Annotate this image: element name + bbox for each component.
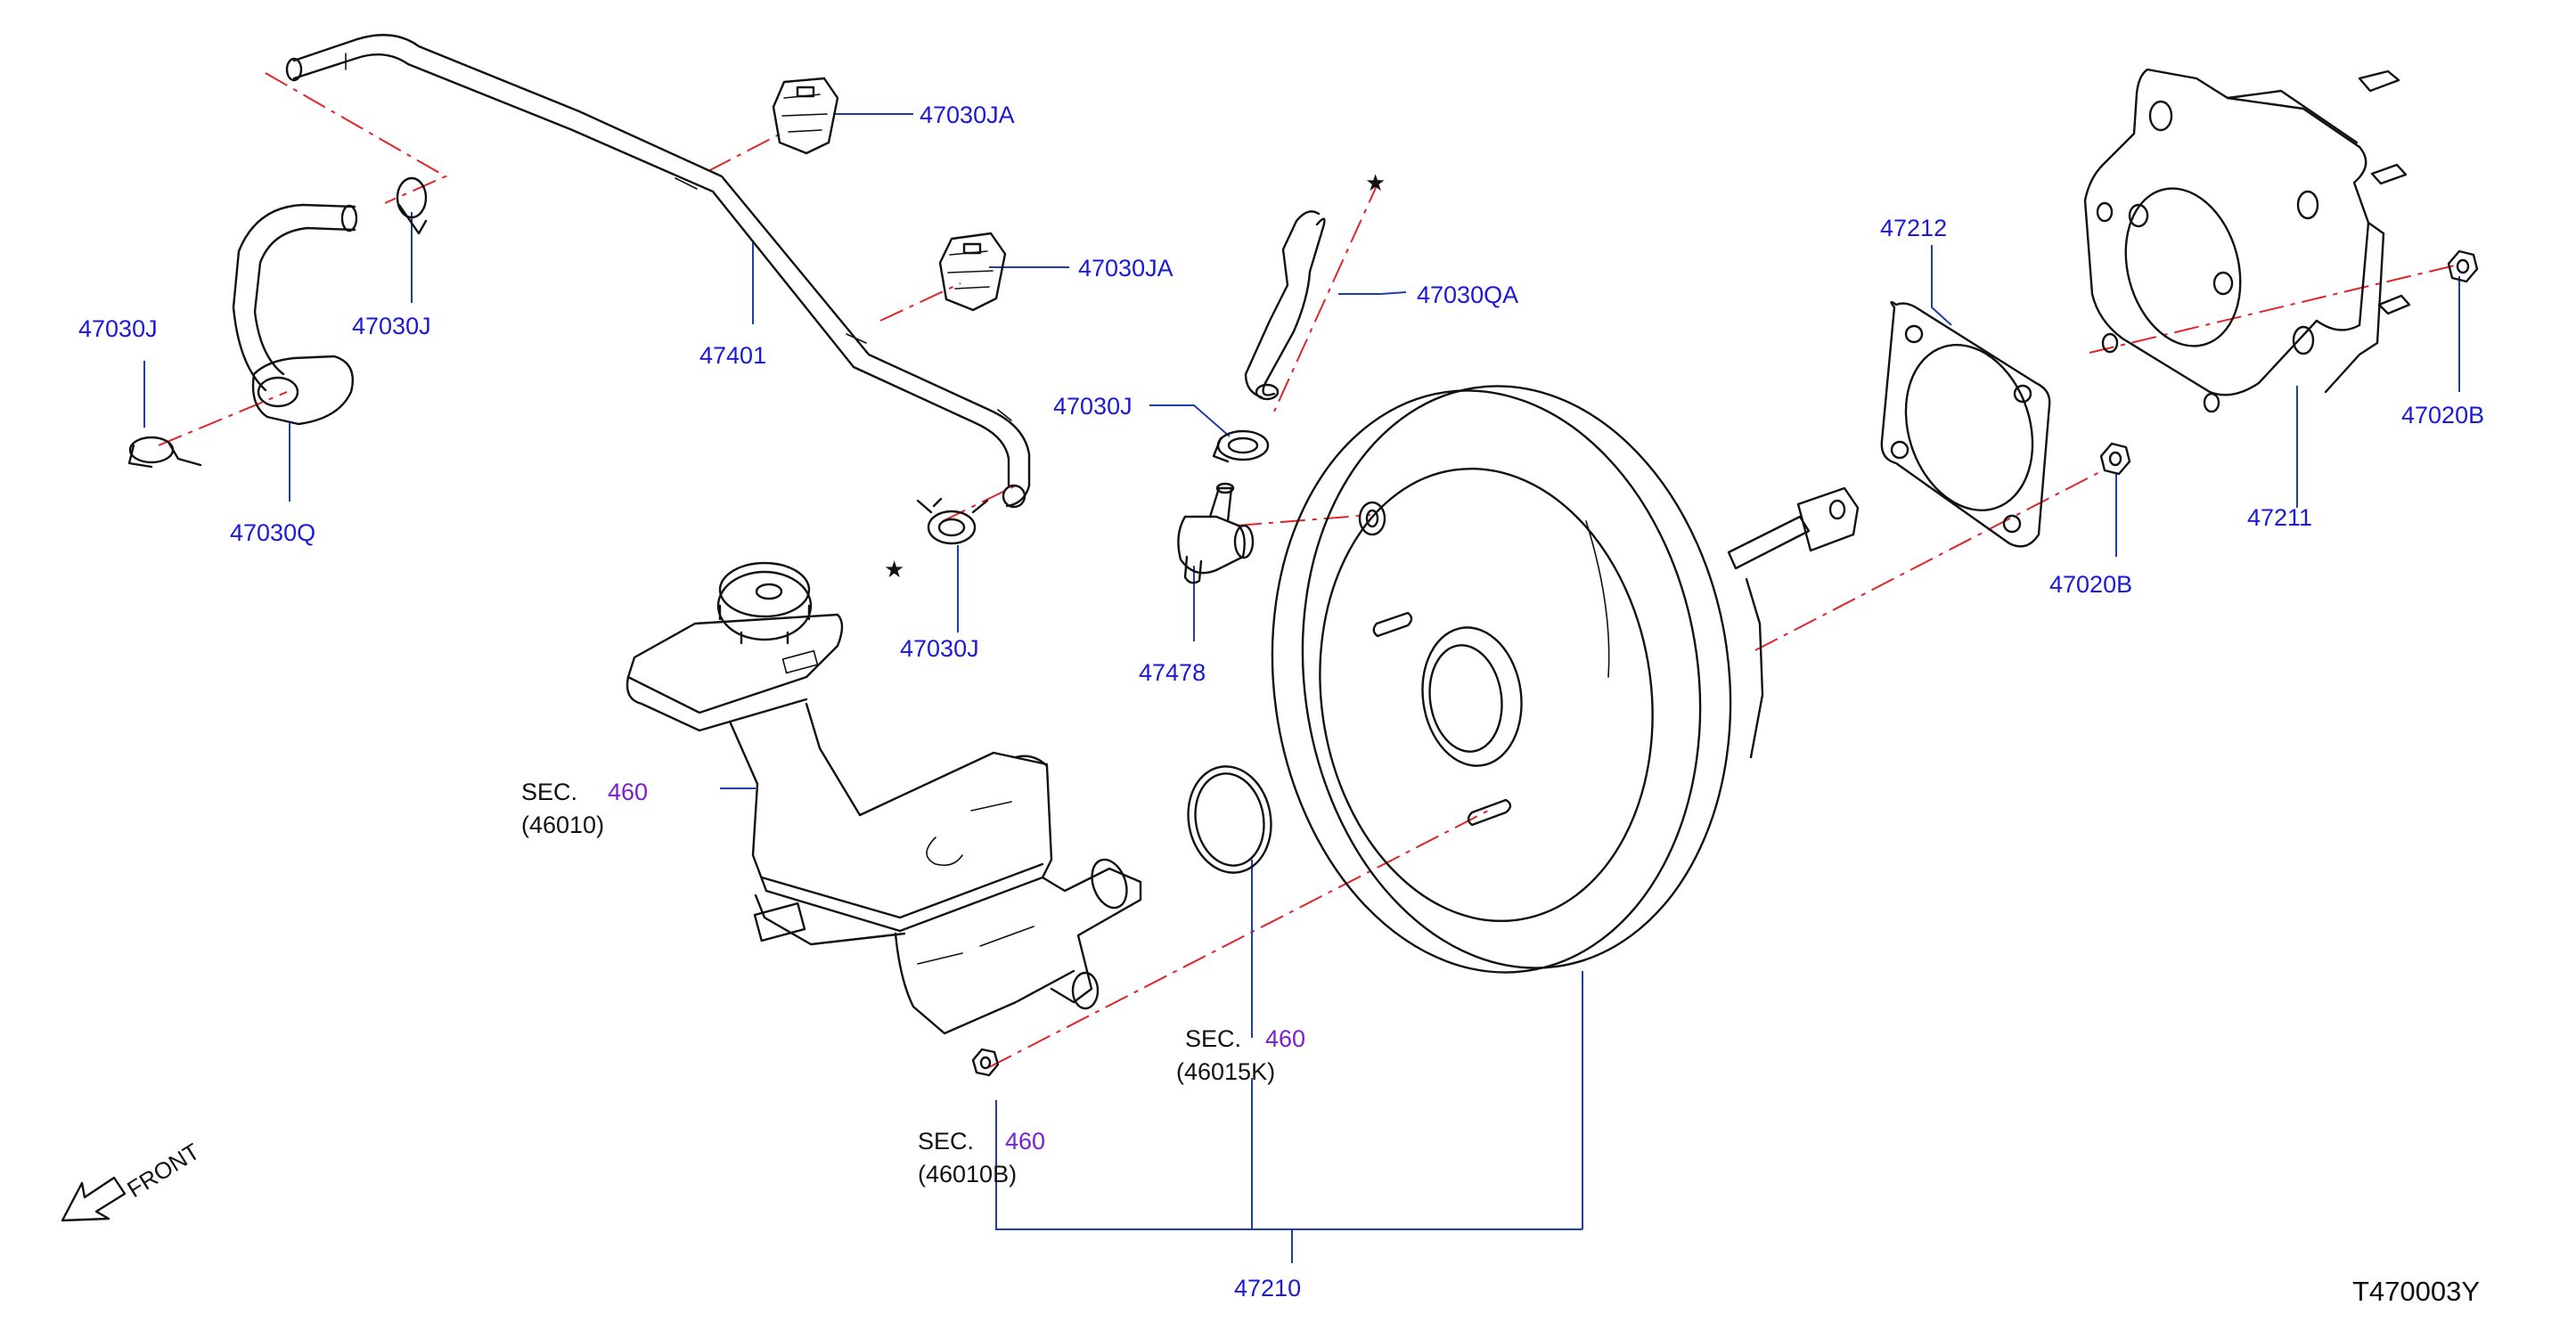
section-code: 460 [1265,1025,1305,1052]
label-47020B-center: 47020B [2049,571,2132,598]
label-47210: 47210 [1234,1275,1301,1302]
label-47401: 47401 [699,342,766,369]
nut-46010B [971,1048,1000,1077]
section-ref: (46010) [521,812,604,838]
label-47030Q: 47030Q [230,519,315,546]
label-47030J-tube-end: 47030J [900,635,979,662]
nut-47020B-right [2447,249,2479,283]
label-47020B-right: 47020B [2401,402,2484,428]
section-ref-master-cylinder: SEC. 460 (46010) [521,779,648,838]
brake-booster-47210 [1271,385,1860,974]
label-47030JA-lower: 47030JA [1078,255,1174,282]
section-code: 460 [608,779,648,805]
label-47030JA-upper: 47030JA [920,102,1015,128]
hose-clamp-47030J-tube-end [916,497,989,545]
alignment-lines [158,72,2456,1068]
label-47211: 47211 [2247,504,2312,531]
section-ref-seal: SEC. 460 (46015K) [1176,1025,1305,1085]
bracket-47211 [2083,68,2411,413]
tube-clip-47030JA-lower [938,232,1007,312]
label-47030QA: 47030QA [1417,282,1518,308]
label-47030J-valve: 47030J [1053,393,1133,420]
check-valve-47478 [1177,482,1255,584]
hose-clamp-47030J-left [127,436,202,469]
seal-ring [1187,765,1272,874]
front-arrow-icon [61,1176,127,1222]
section-ref-nut: SEC. 460 (46010B) [918,1128,1045,1187]
hose-47030QA [1244,210,1326,401]
leader-lines [143,113,2460,1263]
section-code: 460 [1005,1128,1045,1155]
hose-47030Q [232,203,358,426]
master-cylinder [626,561,1142,1035]
label-47478: 47478 [1139,659,1206,686]
gasket-47212 [1880,300,2051,548]
section-prefix: SEC. [521,779,577,805]
front-indicator: FRONT [61,1138,204,1222]
section-prefix: SEC. [918,1128,974,1155]
front-label: FRONT [122,1138,204,1203]
star-marker-lower: ★ [884,557,904,583]
section-prefix: SEC. [1185,1025,1241,1052]
label-47212: 47212 [1880,215,1947,241]
star-marker-upper: ★ [1365,170,1386,197]
hose-clamp-47030J-upper [396,176,428,235]
nut-47020B-center [2099,442,2131,476]
tube-clip-47030JA-upper [772,77,839,155]
vacuum-tube-47401 [285,34,1031,509]
label-47030J-left: 47030J [78,315,158,342]
section-ref: (46015K) [1176,1058,1275,1085]
hose-clamp-47030J-valve [1212,429,1270,463]
section-ref: (46010B) [918,1161,1017,1187]
label-47030J-upper: 47030J [352,313,431,339]
diagram-id: T470003Y [2352,1276,2480,1307]
